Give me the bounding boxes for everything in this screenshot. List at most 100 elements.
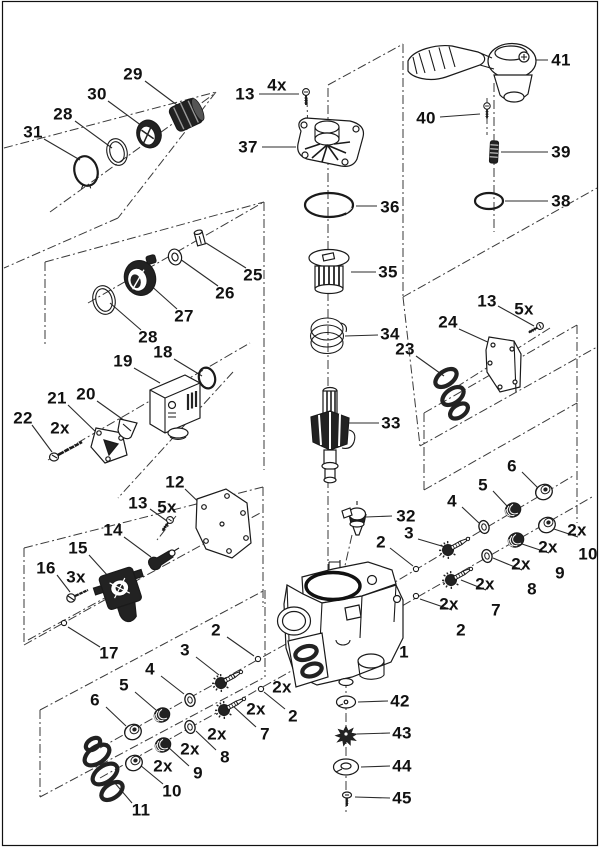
part-29-knurled-plug [168, 98, 205, 132]
part-4-washer [182, 691, 198, 709]
callout-44: 44 [392, 756, 412, 776]
callout-26: 26 [215, 283, 235, 303]
callout-15: 15 [68, 538, 88, 558]
leader-line [419, 598, 453, 611]
part-3-jet-needle [435, 529, 475, 563]
callout-40: 40 [416, 108, 436, 128]
part-31-snap-ring [73, 155, 99, 189]
callout-39: 39 [551, 142, 571, 162]
part-44-washer-large [332, 758, 360, 776]
leader-line [67, 404, 100, 436]
exploded-axis-line [47, 342, 251, 461]
part-25-valve-nut [193, 229, 207, 247]
leader-line [232, 705, 257, 728]
leader-line [173, 358, 203, 377]
leader-line [179, 258, 219, 287]
part-34-coil-spring [309, 317, 347, 355]
part-10-cap [535, 513, 559, 537]
part-36-o-ring [303, 191, 355, 219]
part-16-screw [66, 588, 89, 603]
callout-7: 7 [260, 724, 270, 744]
callout-7: 7 [491, 600, 501, 620]
leader-line [344, 334, 379, 337]
leader-line [226, 636, 255, 657]
part-17-pin [60, 619, 68, 627]
exploded-axis-line [343, 534, 353, 571]
callout-3: 3 [404, 523, 414, 543]
callout-31: 31 [23, 122, 43, 142]
callout-13: 13 [128, 493, 148, 513]
part-7-jet-needle [211, 689, 251, 723]
callout-24: 24 [438, 312, 458, 332]
callout-13: 13 [235, 84, 255, 104]
part-45-screw [341, 791, 353, 806]
callout-20: 20 [76, 384, 96, 404]
part-5-spring [151, 704, 173, 726]
leader-line [96, 400, 126, 422]
leader-line [439, 113, 481, 118]
part-24-cover-plate [485, 336, 522, 393]
part-8-washer [182, 718, 198, 736]
leader-line [195, 656, 220, 676]
callout-2x: 2x [50, 418, 70, 438]
leader-line [144, 80, 178, 106]
callout-4x: 4x [267, 75, 287, 95]
leader-line [521, 471, 539, 489]
callout-16: 16 [36, 558, 56, 578]
callout-28: 28 [138, 327, 158, 347]
callout-2x: 2x [180, 739, 200, 759]
callout-4: 4 [447, 491, 457, 511]
part-28-o-ring [106, 138, 128, 166]
callout-23: 23 [395, 339, 415, 359]
part-1-carburetor-body [276, 560, 404, 688]
part-30-diaphragm-disc [136, 119, 162, 149]
callout-2: 2 [376, 532, 386, 552]
callout-2x: 2x [439, 594, 459, 614]
callout-5: 5 [119, 675, 129, 695]
part-26-washer [167, 248, 183, 266]
leader-line [492, 557, 523, 571]
part-37-pump-cover [297, 117, 365, 167]
part-11-gasket [82, 735, 125, 803]
part-3-jet-needle [208, 662, 248, 696]
assembly-boundary-line [402, 296, 421, 447]
leader-line [56, 574, 71, 593]
part-23-gasket [433, 366, 470, 421]
callout-2x: 2x [567, 520, 587, 540]
leader-line [460, 579, 487, 591]
callout-5x: 5x [157, 497, 177, 517]
leader-line [43, 138, 81, 161]
callout-2x: 2x [207, 724, 227, 744]
leader-line [88, 554, 109, 577]
part-33-throttle-shaft [310, 386, 356, 484]
assembly-boundary-line [39, 676, 266, 798]
callout-27: 27 [174, 306, 194, 326]
callout-8: 8 [527, 579, 537, 599]
part-13-screw-top [301, 87, 311, 106]
callout-21: 21 [47, 388, 67, 408]
callout-12: 12 [165, 472, 185, 492]
leader-line [105, 706, 127, 727]
callout-2x: 2x [246, 699, 266, 719]
callout-2x: 2x [475, 574, 495, 594]
callout-45: 45 [392, 788, 412, 808]
callout-3: 3 [180, 640, 190, 660]
callout-43: 43 [392, 723, 412, 743]
callout-36: 36 [380, 197, 400, 217]
leader-line [365, 515, 393, 518]
callout-19: 19 [113, 351, 133, 371]
callout-14: 14 [103, 520, 123, 540]
callout-30: 30 [87, 84, 107, 104]
callout-37: 37 [238, 137, 258, 157]
leader-line [389, 547, 414, 567]
leader-line [497, 305, 535, 327]
part-22-screw-long [48, 440, 83, 462]
callout-28: 28 [53, 104, 73, 124]
leader-line [133, 367, 161, 384]
leader-line [167, 746, 190, 767]
leader-line [107, 100, 143, 127]
assembly-boundary-line [402, 187, 598, 298]
leader-line [360, 765, 391, 768]
part-6-cap [121, 720, 145, 744]
